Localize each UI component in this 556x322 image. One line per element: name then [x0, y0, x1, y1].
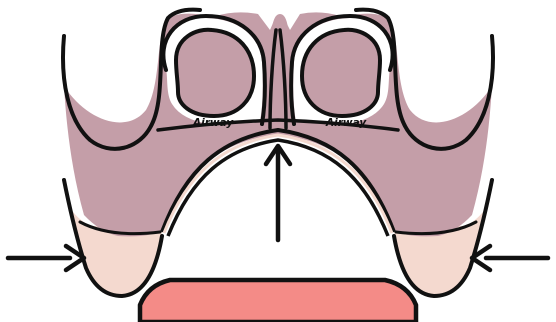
airway-label-right: Airway — [325, 117, 367, 129]
right-turbinate — [302, 30, 380, 116]
left-inward-arrow-icon — [8, 246, 84, 270]
left-turbinate — [176, 30, 254, 116]
airway-label-left: Airway — [192, 117, 234, 129]
lower-lip-shape — [140, 280, 416, 322]
right-inward-arrow-icon — [472, 246, 548, 270]
nasal-septum-tip — [272, 14, 288, 28]
